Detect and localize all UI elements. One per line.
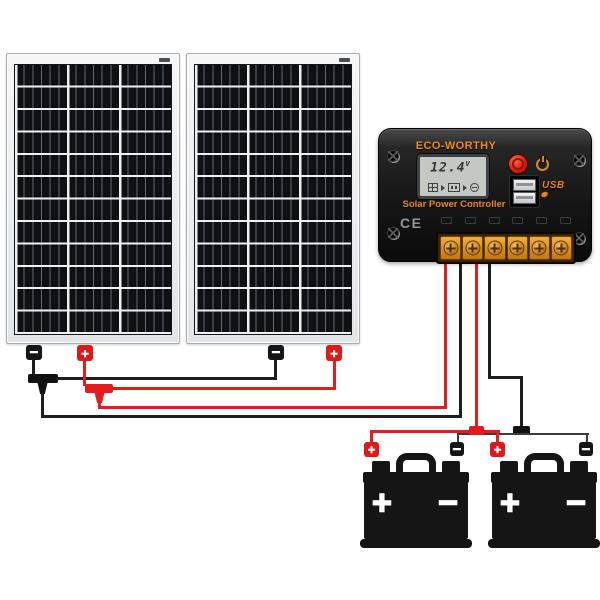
battery-2: + − <box>488 452 600 548</box>
pv-positive-wire <box>112 387 336 390</box>
battery-plus-label: + <box>499 484 520 522</box>
pv-positive-t-stem <box>94 392 105 403</box>
plus-symbol: + <box>367 442 376 457</box>
battery-minus-label: − <box>565 484 586 522</box>
terminal-symbol-row <box>441 217 571 224</box>
battery-plus-label: + <box>371 484 392 522</box>
pv-negative-wire <box>41 392 44 418</box>
battery-negative-wire <box>457 433 459 445</box>
lcd-voltage-value: 12.4V <box>420 160 480 175</box>
usb-ports <box>509 175 540 208</box>
battery-icon <box>447 183 460 192</box>
battery-negative-connector: − <box>450 440 464 458</box>
solar-panel-icon <box>427 183 438 192</box>
plus-symbol: + <box>330 345 338 361</box>
battery-negative-t-branch <box>513 426 530 435</box>
solar-panel-2 <box>186 53 360 344</box>
minus-symbol: − <box>581 440 591 458</box>
brand-label: ECO-WORTHY <box>415 140 497 152</box>
terminal-block <box>436 232 576 264</box>
battery-body: + − <box>492 482 596 539</box>
arrow-icon <box>440 184 445 191</box>
terminal-screw <box>550 236 573 260</box>
pv-negative-wire <box>459 261 462 418</box>
battery-1: + − <box>360 452 472 548</box>
pv-positive-wire <box>83 359 86 386</box>
pv-negative-t-branch <box>28 374 58 383</box>
battery-minus-label: − <box>437 484 458 522</box>
screw-icon <box>387 227 399 239</box>
pv-negative-wire <box>41 415 462 418</box>
pv-negative-t-stem <box>37 382 48 394</box>
battery-negative-connector: − <box>579 440 593 458</box>
pv-positive-wire <box>333 359 336 390</box>
plus-symbol: + <box>81 345 89 361</box>
battery-lid <box>363 472 469 483</box>
battery-positive-wire <box>370 430 500 433</box>
battery-positive-wire <box>496 430 499 445</box>
minus-symbol: − <box>271 344 281 361</box>
battery-negative-wire <box>457 433 589 435</box>
terminal-screw <box>462 236 484 260</box>
lcd-display: 12.4V <box>417 154 489 199</box>
battery-lid <box>491 472 597 483</box>
panel-label-sticker <box>159 58 170 62</box>
battery-terminal-post <box>570 461 588 473</box>
screw-icon <box>573 154 585 166</box>
voltage-unit: V <box>465 160 470 168</box>
screw-icon <box>387 150 399 162</box>
pv-negative-wire <box>274 358 277 379</box>
usb-port-icon <box>513 179 536 191</box>
mc4-positive-connector: + <box>77 345 93 361</box>
solar-panel-1 <box>6 53 180 344</box>
terminal-screw <box>506 236 528 260</box>
power-icon <box>536 158 549 171</box>
usb-label: USB <box>542 180 565 191</box>
mc4-negative-connector: − <box>268 345 284 360</box>
battery-positive-wire <box>370 430 373 445</box>
battery-terminal-post <box>372 461 390 473</box>
terminal-screw <box>528 236 550 260</box>
battery-terminal-post <box>500 461 518 473</box>
battery-negative-wire <box>520 376 523 430</box>
mode-button <box>508 154 528 174</box>
lcd-status-icons <box>420 183 486 192</box>
battery-positive-connector: + <box>490 442 505 457</box>
mc4-positive-connector: + <box>326 345 342 361</box>
pv-positive-wire <box>98 401 101 409</box>
battery-body: + − <box>364 482 468 539</box>
pv-positive-t-branch <box>85 384 113 393</box>
terminal-screw <box>440 236 462 260</box>
battery-positive-wire <box>475 261 478 431</box>
voltage-number: 12.4 <box>430 160 466 176</box>
pv-negative-wire <box>56 377 277 380</box>
terminal-screw <box>484 236 506 260</box>
arrow-icon <box>462 184 467 191</box>
pv-positive-wire <box>444 261 447 409</box>
battery-negative-wire <box>488 376 523 379</box>
mc4-negative-connector: − <box>26 345 42 360</box>
plus-symbol: + <box>493 442 502 457</box>
battery-positive-connector: + <box>364 442 379 457</box>
usb-port-icon <box>513 192 536 204</box>
controller-subtitle: Solar Power Controller <box>402 199 506 210</box>
charge-controller: ECO-WORTHY 12.4V USB Solar Power Control… <box>378 128 592 264</box>
minus-symbol: − <box>29 344 39 361</box>
battery-handle <box>396 453 436 474</box>
load-icon <box>469 183 479 192</box>
battery-negative-wire <box>586 433 588 445</box>
usb-underline-dot-icon <box>540 190 549 199</box>
battery-handle <box>524 453 564 474</box>
pv-negative-wire <box>32 358 35 376</box>
ce-mark: CE <box>400 215 423 231</box>
panel-cell-grid <box>14 64 172 335</box>
battery-terminal-post <box>442 461 460 473</box>
battery-base <box>488 539 600 548</box>
minus-symbol: − <box>452 440 462 458</box>
battery-base <box>360 539 472 548</box>
panel-cell-grid <box>194 64 352 335</box>
battery-negative-wire <box>488 261 491 379</box>
pv-positive-wire <box>98 406 447 409</box>
panel-label-sticker <box>339 58 350 62</box>
